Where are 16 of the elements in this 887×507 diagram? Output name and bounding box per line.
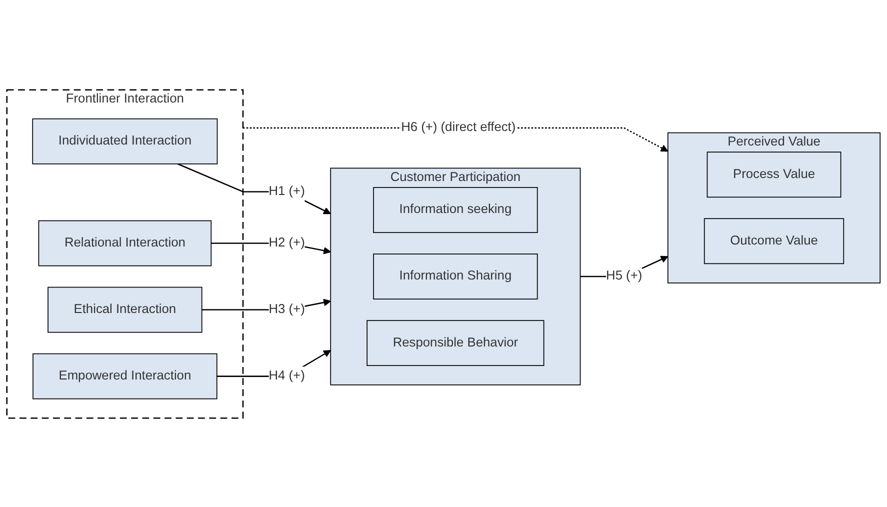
edge-label: H5 (+) (606, 268, 642, 283)
node-box: Relational Interaction (38, 220, 212, 266)
node-box: Information Sharing (373, 253, 538, 299)
edge-label: H2 (+) (268, 234, 305, 250)
node-box: Outcome Value (704, 218, 844, 264)
edge-label: H3 (+) (268, 301, 305, 316)
node-box: Process Value (706, 151, 842, 198)
node-box: Ethical Interaction (48, 286, 202, 332)
edge-label: H1 (+) (268, 183, 305, 198)
node-box: Empowered Interaction (32, 352, 218, 399)
edge-label: H4 (+) (268, 368, 305, 382)
node-box: Information seeking (373, 186, 538, 232)
node-box: Individuated Interaction (32, 118, 218, 164)
arrow (177, 162, 331, 214)
edge-label: H6 (+) (direct effect) (401, 120, 516, 134)
node-box: Responsible Behavior (366, 320, 544, 366)
